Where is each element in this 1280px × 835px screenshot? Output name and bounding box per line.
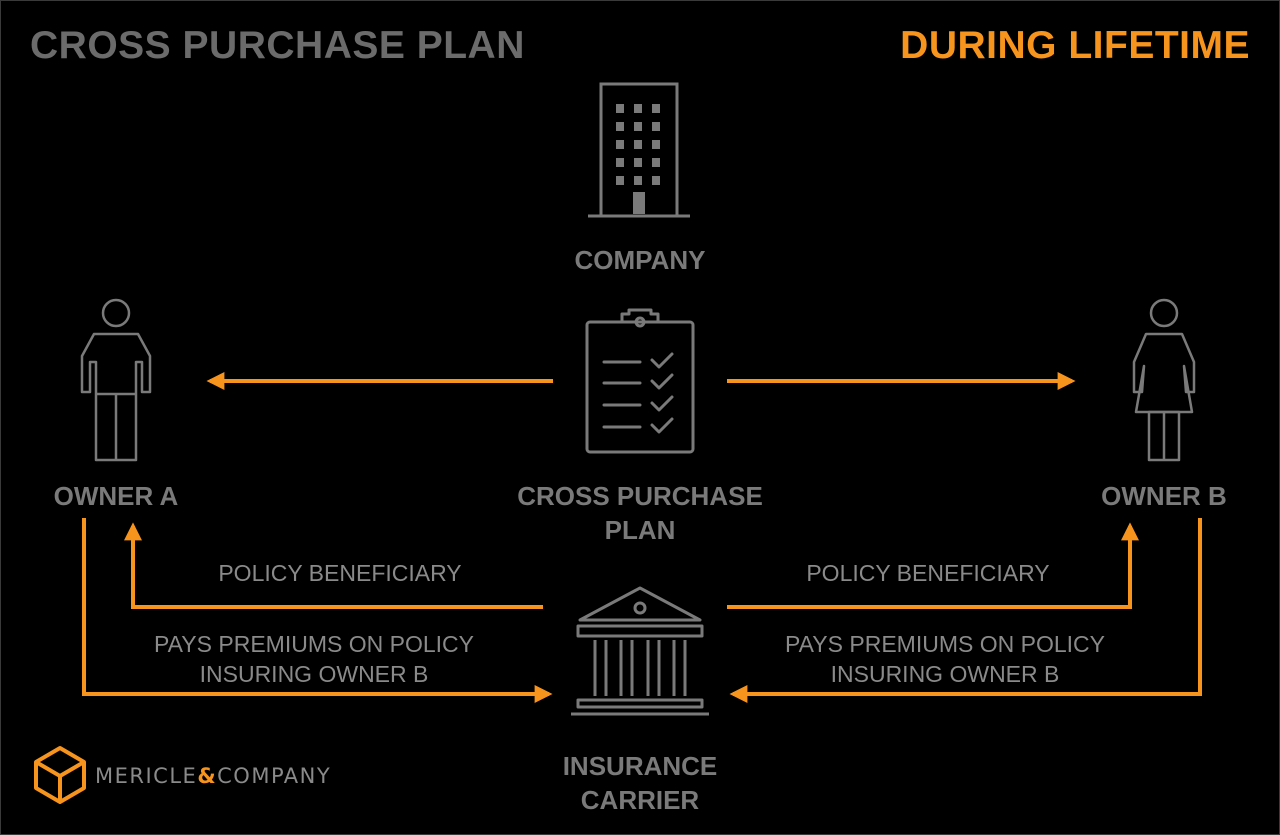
plan-label-line1: CROSS PURCHASE bbox=[517, 481, 763, 511]
carrier-label-line2: CARRIER bbox=[580, 785, 700, 815]
page-title: CROSS PURCHASE PLAN bbox=[30, 24, 525, 67]
logo-ampersand: & bbox=[197, 764, 218, 788]
owner-a-label: OWNER A bbox=[53, 481, 179, 511]
right-beneficiary-label: POLICY BENEFICIARY bbox=[806, 560, 1050, 586]
left-premiums-label-line2: INSURING OWNER B bbox=[199, 661, 429, 687]
owner-a-premiums-arrow bbox=[82, 518, 553, 703]
company-label: COMPANY bbox=[574, 245, 706, 275]
right-premiums-label-line1: PAYS PREMIUMS ON POLICY bbox=[785, 631, 1105, 657]
page-subtitle: DURING LIFETIME bbox=[900, 24, 1250, 67]
right-premiums-label-line2: INSURING OWNER B bbox=[830, 661, 1060, 687]
woman-icon bbox=[1132, 298, 1196, 462]
left-premiums-label-line1: PAYS PREMIUMS ON POLICY bbox=[154, 631, 474, 657]
logo-name-part1: MERICLE bbox=[95, 764, 198, 788]
clipboard-checklist-icon bbox=[585, 308, 695, 454]
man-icon bbox=[80, 298, 152, 462]
building-icon bbox=[588, 82, 690, 218]
owner-b-label: OWNER B bbox=[1101, 481, 1227, 511]
plan-label-line2: PLAN bbox=[604, 515, 676, 545]
cube-logo-icon bbox=[34, 746, 86, 804]
carrier-to-owner-b-beneficiary-arrow bbox=[727, 522, 1139, 609]
left-beneficiary-label: POLICY BENEFICIARY bbox=[218, 560, 462, 586]
company-logo-text: MERICLE&COMPANY bbox=[95, 764, 331, 788]
logo-name-part2: COMPANY bbox=[217, 764, 332, 788]
owner-b-premiums-arrow bbox=[729, 518, 1202, 703]
carrier-label-line1: INSURANCE bbox=[562, 751, 718, 781]
carrier-to-owner-a-beneficiary-arrow bbox=[124, 522, 543, 609]
bank-building-icon bbox=[571, 586, 709, 716]
